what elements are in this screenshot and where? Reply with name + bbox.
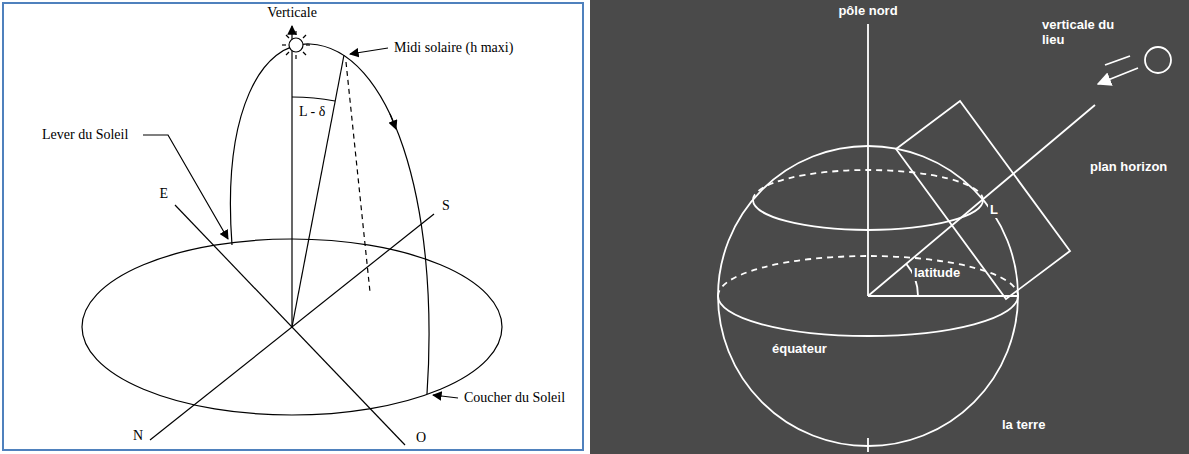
leader-line <box>143 135 228 239</box>
callout-label: Midi solaire (h maxi) <box>392 40 515 56</box>
pole-label: pôle nord <box>836 4 899 19</box>
angle-label: latitude <box>912 266 962 281</box>
vertical-label: verticale du lieu <box>1040 18 1140 48</box>
sun-ray <box>1105 56 1130 65</box>
sun-ray <box>1098 68 1138 84</box>
path-arrow <box>390 114 396 129</box>
vertical-axis <box>291 26 292 327</box>
noon-ray <box>292 55 344 327</box>
cardinal-label: E <box>157 186 170 202</box>
cardinal-label: S <box>440 198 452 214</box>
sun-symbol <box>1145 47 1171 73</box>
polar-axis-tick <box>867 438 869 452</box>
polar-axis <box>867 24 869 296</box>
dark-panel <box>590 0 1189 454</box>
point-label: L <box>988 203 1000 218</box>
equator-label: équateur <box>770 342 829 357</box>
sphere-label: la terre <box>1000 418 1047 433</box>
angle-label: L - δ <box>297 104 327 120</box>
horizon-plane <box>896 101 1070 299</box>
sun-symbol <box>282 31 310 59</box>
callout-label: Coucher du Soleil <box>462 390 567 406</box>
dashed-projection <box>346 62 370 292</box>
panel-frame <box>3 3 583 450</box>
equator-front <box>718 296 1018 336</box>
cardinal-label: N <box>131 428 145 444</box>
leader-line <box>350 48 388 54</box>
plane-label: plan horizon <box>1088 160 1172 175</box>
local-vertical <box>868 105 1095 296</box>
sun-path <box>230 44 429 394</box>
leader-line <box>433 395 458 398</box>
axis-label: Verticale <box>265 5 319 21</box>
angle-arc <box>292 97 335 101</box>
east-west-axis <box>175 205 405 445</box>
equator-radius <box>868 295 1018 297</box>
callout-label: Lever du Soleil <box>40 127 130 143</box>
cardinal-label: O <box>414 430 428 446</box>
